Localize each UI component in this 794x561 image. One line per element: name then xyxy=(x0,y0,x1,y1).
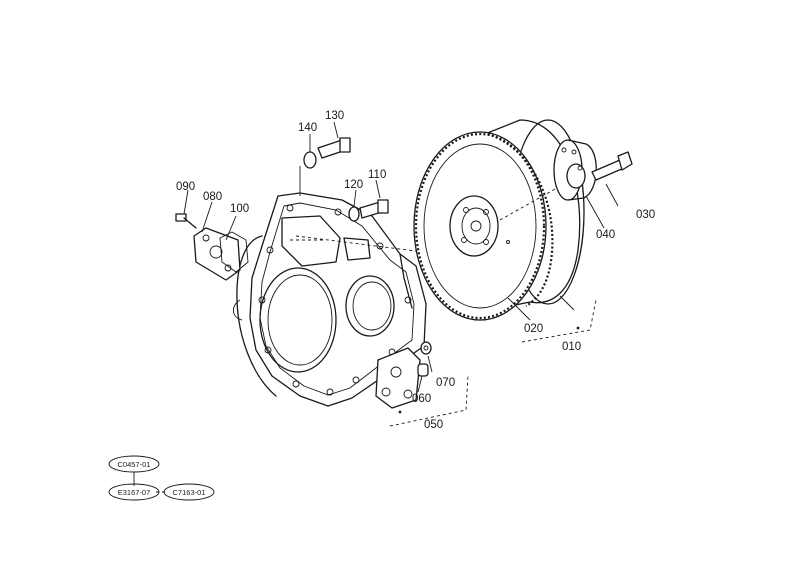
label-110: 110 xyxy=(368,169,386,181)
label-010: 010 xyxy=(562,341,581,353)
ref-badge-right xyxy=(163,483,215,501)
ref-badge-left xyxy=(108,483,160,501)
reference-badges: C0457-01 E3167-07 C7163-01 xyxy=(108,455,215,501)
ref-label-left: E3167-07 xyxy=(118,488,151,497)
callout-labels: 090 080 100 130 140 120 110 030 040 020 … xyxy=(176,110,655,431)
label-130: 130 xyxy=(325,110,344,122)
bolt-030 xyxy=(591,151,633,181)
ref-label-right: C7163-01 xyxy=(173,488,206,497)
dowel-pins xyxy=(417,341,432,377)
label-100: 100 xyxy=(230,203,249,215)
bolt-090 xyxy=(175,213,197,229)
label-080: 080 xyxy=(203,191,222,203)
bolt-130 xyxy=(299,137,351,196)
flywheel xyxy=(413,119,585,321)
label-090: 090 xyxy=(176,181,195,193)
label-120: 120 xyxy=(344,179,363,191)
cover-plate xyxy=(193,227,241,281)
bolt-110 xyxy=(348,199,389,222)
gasket xyxy=(219,231,249,273)
label-060: 060 xyxy=(412,393,431,405)
label-020: 020 xyxy=(524,323,543,335)
label-050: 050 xyxy=(424,419,443,431)
label-040: 040 xyxy=(596,229,615,241)
ref-badge-top xyxy=(108,455,160,473)
leader-lines xyxy=(133,121,619,493)
flywheel-housing xyxy=(233,192,441,409)
label-140: 140 xyxy=(298,122,317,134)
label-070: 070 xyxy=(436,377,455,389)
label-030: 030 xyxy=(636,209,655,221)
ref-label-top: C0457-01 xyxy=(118,460,151,469)
flywheel-plate xyxy=(553,139,597,201)
